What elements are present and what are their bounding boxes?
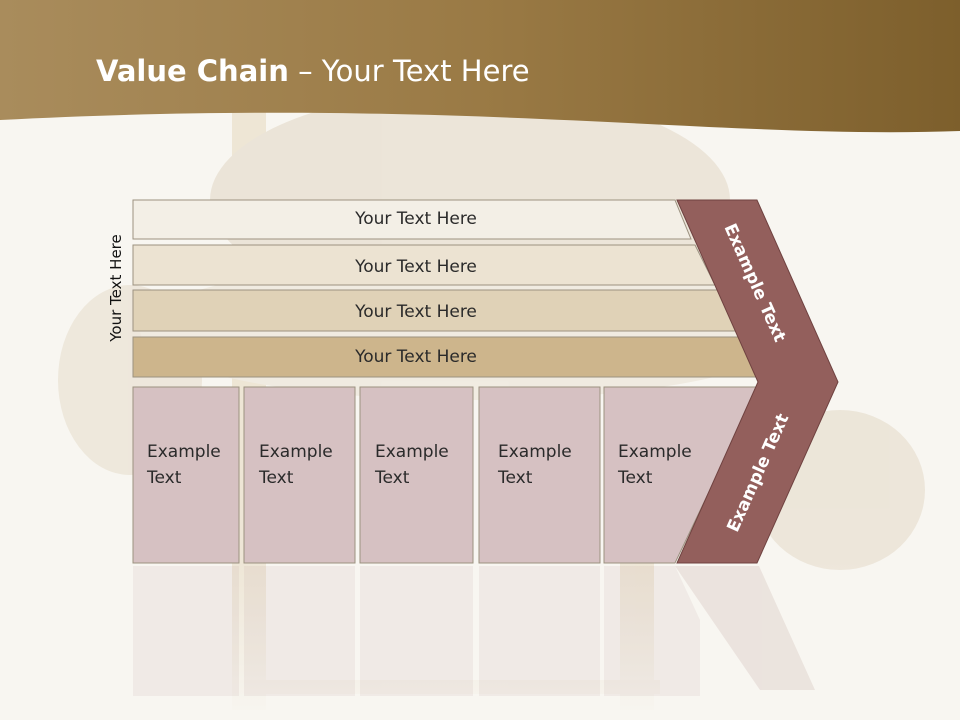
row-2: Your Text Here: [132, 244, 716, 286]
title-bold: Value Chain: [96, 54, 289, 88]
row-3: Your Text Here: [132, 289, 740, 332]
page-title: Value Chain – Your Text Here: [96, 54, 530, 88]
row-label: Your Text Here: [354, 347, 477, 367]
box-5: [603, 386, 760, 564]
chevron-arrow: [676, 199, 839, 564]
box-5-text: Example Text: [618, 442, 692, 488]
header-band: [0, 0, 960, 133]
box-3-text: Example Text: [375, 442, 449, 488]
title-rest: – Your Text Here: [288, 54, 530, 88]
row-label: Your Text Here: [354, 257, 477, 277]
box-1: [132, 386, 240, 564]
box-2-text: Example Text: [259, 442, 333, 488]
box-4: [478, 386, 601, 564]
reflection: [133, 566, 815, 696]
row-label: Your Text Here: [354, 302, 477, 322]
box-1-text: Example Text: [147, 442, 221, 488]
box-2: [243, 386, 356, 564]
box-4-text: Example Text: [498, 442, 572, 488]
row-label: Your Text Here: [354, 209, 477, 229]
row-1: Your Text Here: [132, 199, 692, 240]
row-4: Your Text Here: [132, 336, 764, 378]
box-3: [359, 386, 474, 564]
